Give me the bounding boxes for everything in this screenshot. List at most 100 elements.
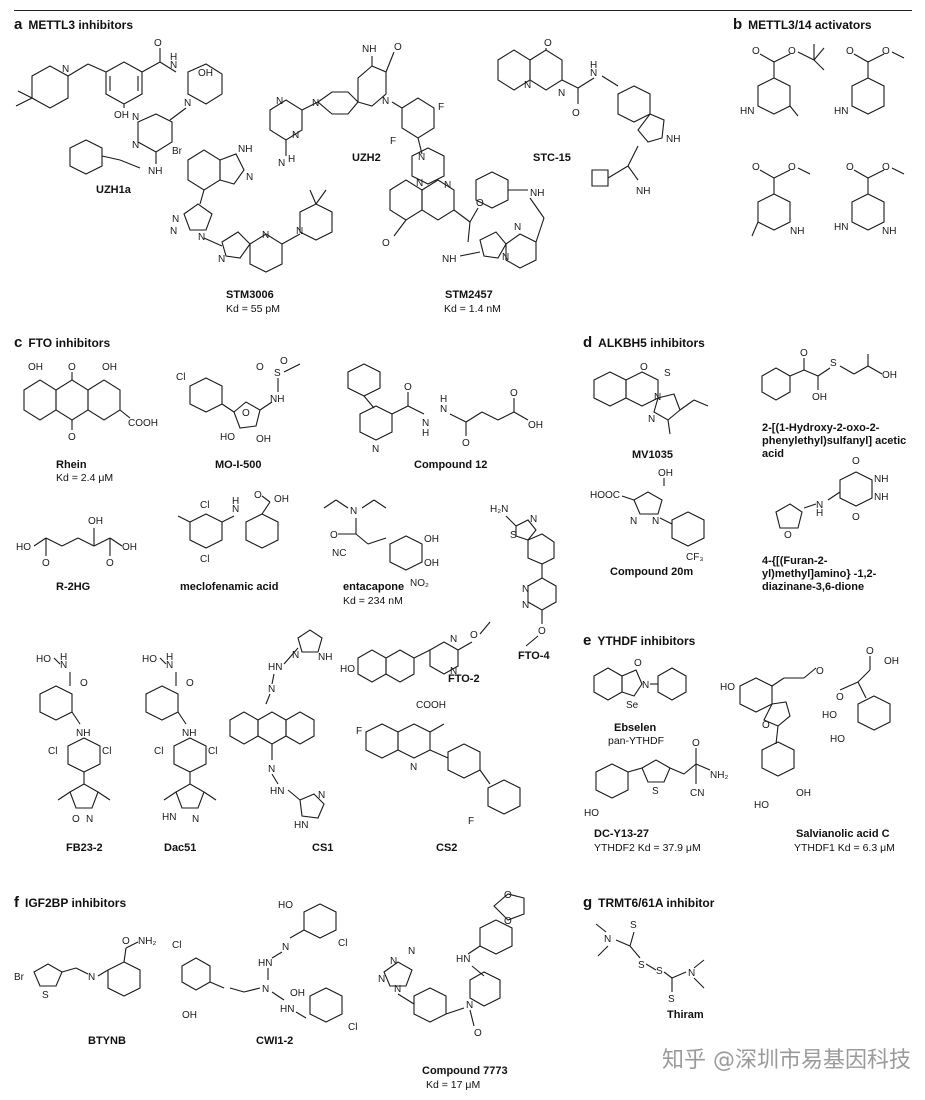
svg-text:NH: NH (666, 134, 680, 145)
svg-text:HN: HN (280, 1004, 294, 1015)
svg-text:N: N (218, 254, 225, 265)
svg-text:N: N (172, 214, 179, 225)
svg-text:N: N (232, 504, 239, 515)
mv1035-structure: OS N N (593, 362, 709, 435)
svg-text:HN: HN (162, 812, 176, 823)
svg-text:H₂N: H₂N (490, 504, 508, 515)
svg-text:O: O (538, 626, 546, 637)
svg-text:CN: CN (690, 788, 704, 799)
svg-text:N: N (378, 974, 385, 985)
cs1-label: CS1 (312, 842, 334, 854)
svg-text:NH: NH (442, 254, 456, 265)
svg-text:O: O (852, 512, 860, 523)
svg-text:N: N (350, 506, 357, 517)
svg-text:N: N (466, 1000, 473, 1011)
svg-text:O: O (122, 936, 130, 947)
svg-text:N: N (652, 516, 659, 527)
svg-text:O: O (280, 356, 288, 367)
svg-text:O: O (846, 162, 854, 173)
svg-text:OH: OH (182, 1010, 197, 1021)
svg-text:HO: HO (830, 734, 845, 745)
svg-text:Br: Br (172, 146, 183, 157)
svg-text:HO: HO (36, 654, 51, 665)
svg-text:N: N (184, 98, 191, 109)
svg-text:N: N (278, 158, 285, 169)
svg-text:O: O (330, 530, 338, 541)
svg-text:S: S (664, 368, 671, 379)
svg-text:O: O (882, 46, 890, 57)
svg-text:N: N (450, 666, 457, 677)
entacapone-label: entacapone (343, 581, 405, 593)
svg-text:Br: Br (14, 972, 25, 983)
svg-text:N: N (268, 684, 275, 695)
svg-text:NH: NH (874, 492, 888, 503)
svg-text:N: N (192, 814, 199, 825)
uzh2-label: UZH2 (352, 152, 381, 164)
svg-text:O: O (404, 382, 412, 393)
ebselen-note: pan-YTHDF (608, 735, 665, 747)
svg-text:O: O (504, 916, 512, 927)
svg-text:N: N (318, 790, 325, 801)
fto2-label: FTO-2 (448, 673, 480, 685)
svg-text:Cl: Cl (348, 1022, 357, 1033)
svg-text:N: N (60, 660, 67, 671)
svg-text:OH: OH (882, 370, 897, 381)
svg-text:NO₂: NO₂ (410, 578, 429, 589)
svg-text:HN: HN (740, 106, 754, 117)
fto2-structure: HO NN O (340, 621, 491, 683)
svg-text:NH: NH (530, 188, 544, 199)
svg-text:NH: NH (636, 186, 650, 197)
svg-text:N: N (630, 516, 637, 527)
svg-text:NH: NH (362, 44, 376, 55)
svg-text:OH: OH (122, 542, 137, 553)
svg-text:N: N (268, 764, 275, 775)
ebselen-label: Ebselen (614, 722, 657, 734)
svg-text:NH: NH (318, 652, 332, 663)
svg-text:H: H (590, 60, 597, 71)
thiram-structure: S N S S S N (595, 920, 705, 1005)
stc15-label: STC-15 (533, 152, 571, 164)
salvianolic-label: Salvianolic acid C (796, 828, 890, 840)
svg-text:Cl: Cl (338, 938, 347, 949)
svg-text:O: O (788, 46, 796, 57)
svg-text:O: O (242, 408, 250, 419)
svg-text:HO: HO (754, 800, 769, 811)
svg-text:N: N (422, 418, 429, 429)
svg-text:OH: OH (256, 434, 271, 445)
svg-text:HN: HN (294, 820, 308, 831)
ebselen-structure: O N Se (593, 658, 687, 711)
svg-text:N: N (514, 222, 521, 233)
svg-text:Cl: Cl (48, 746, 57, 757)
svg-text:H: H (170, 52, 177, 63)
svg-text:N: N (524, 80, 531, 91)
dcy1327-label: DC-Y13-27 (594, 828, 650, 840)
svg-text:F: F (390, 136, 396, 147)
entacapone-kd: Kd = 234 nM (343, 595, 403, 607)
stm3006-kd: Kd = 55 pM (226, 303, 280, 315)
r2hg-label: R-2HG (56, 581, 91, 593)
svg-text:Cl: Cl (208, 746, 217, 757)
svg-text:N: N (522, 584, 529, 595)
svg-text:N: N (530, 514, 537, 525)
svg-text:H: H (232, 496, 239, 507)
svg-text:O: O (72, 814, 80, 825)
btynb-structure: Br S N O NH₂ (14, 936, 156, 1001)
svg-text:HO: HO (340, 664, 355, 675)
svg-text:N: N (296, 226, 303, 237)
svg-text:N: N (292, 650, 299, 661)
mv1035-label: MV1035 (632, 449, 673, 461)
svg-text:NC: NC (332, 548, 346, 559)
svg-text:N: N (648, 414, 655, 425)
compound12-structure: N O NH NH O OOH (347, 363, 543, 455)
svg-text:N: N (444, 180, 451, 191)
svg-text:N: N (642, 680, 649, 691)
svg-text:S: S (42, 990, 49, 1001)
